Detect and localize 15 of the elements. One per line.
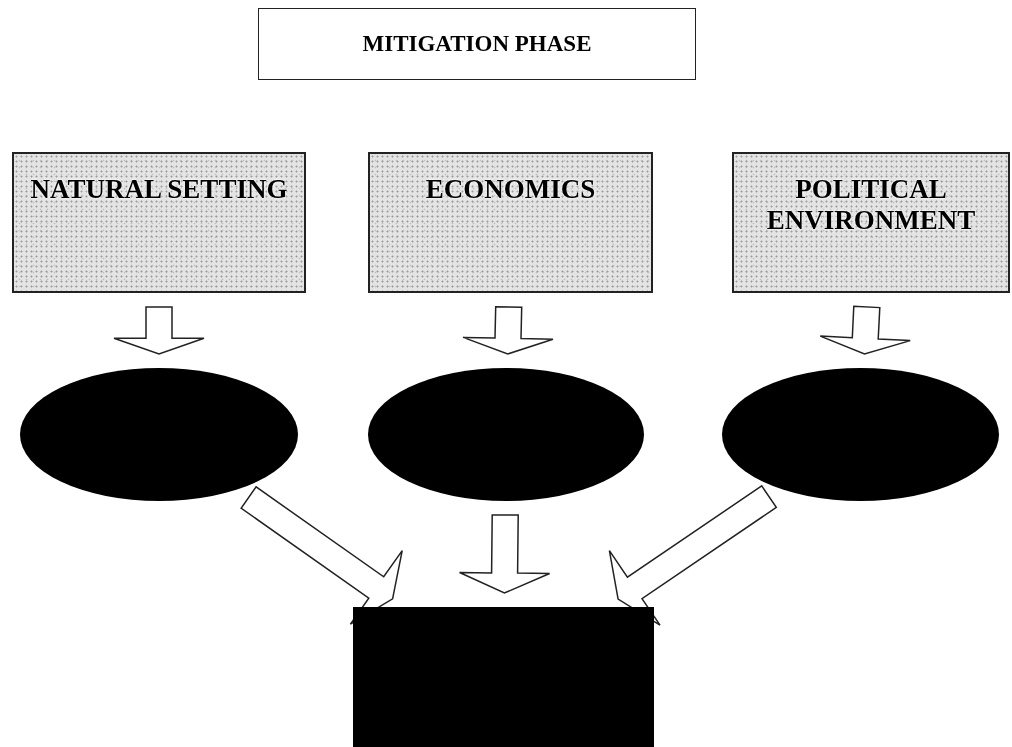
box-label: ECONOMICS (425, 174, 596, 206)
box-label: POLITICAL ENVIRONMENT (765, 174, 977, 237)
box-label: MITIGATION PHASE (362, 31, 592, 57)
block-arrow (819, 305, 911, 355)
category-box (12, 152, 306, 293)
block-arrow (240, 485, 403, 625)
block-arrow (608, 484, 778, 626)
block-arrow (113, 306, 205, 355)
category-box (732, 152, 1010, 293)
block-arrow (462, 305, 554, 355)
result-box (353, 607, 654, 747)
category-box (368, 152, 653, 293)
heading-box (258, 8, 696, 80)
block-arrow (458, 514, 551, 594)
box-label: NATURAL SETTING (30, 174, 288, 206)
